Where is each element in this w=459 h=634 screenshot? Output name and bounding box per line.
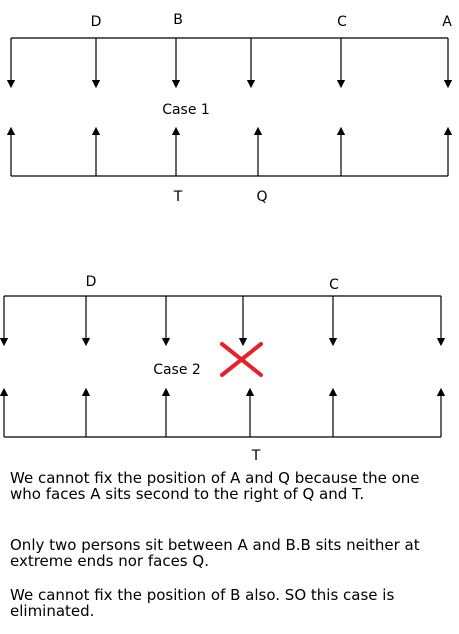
case2-caption: Case 2 xyxy=(153,362,201,378)
case2-bottom-row xyxy=(0,387,446,438)
case1-top-row xyxy=(6,37,453,89)
case1-label-c: C xyxy=(337,14,347,30)
explanation-paragraph-1: We cannot fix the position of A and Q be… xyxy=(10,469,420,503)
case1-label-b: B xyxy=(173,12,183,28)
case2-label-c: C xyxy=(329,277,339,293)
case2-diagram: D C Case 2 T xyxy=(0,274,446,460)
case1-label-a: A xyxy=(442,14,452,30)
seating-diagram: D B C A Case 1 T Q D C Case 2 T xyxy=(0,12,453,460)
explanation-paragraph-3: We cannot fix the position of B also. SO… xyxy=(10,586,395,620)
explanation-paragraph-2: Only two persons sit between A and B.B s… xyxy=(10,536,420,570)
case1-label-q: Q xyxy=(256,189,267,205)
case2-label-t: T xyxy=(251,448,261,460)
case1-label-t: T xyxy=(173,189,183,205)
case2-top-row xyxy=(0,295,446,347)
case2-label-d: D xyxy=(86,274,97,290)
red-cross-icon xyxy=(220,342,263,377)
case1-caption: Case 1 xyxy=(162,102,210,118)
case1-diagram: D B C A Case 1 T Q xyxy=(6,12,453,205)
case1-bottom-row xyxy=(6,126,453,177)
case1-label-d: D xyxy=(91,14,102,30)
